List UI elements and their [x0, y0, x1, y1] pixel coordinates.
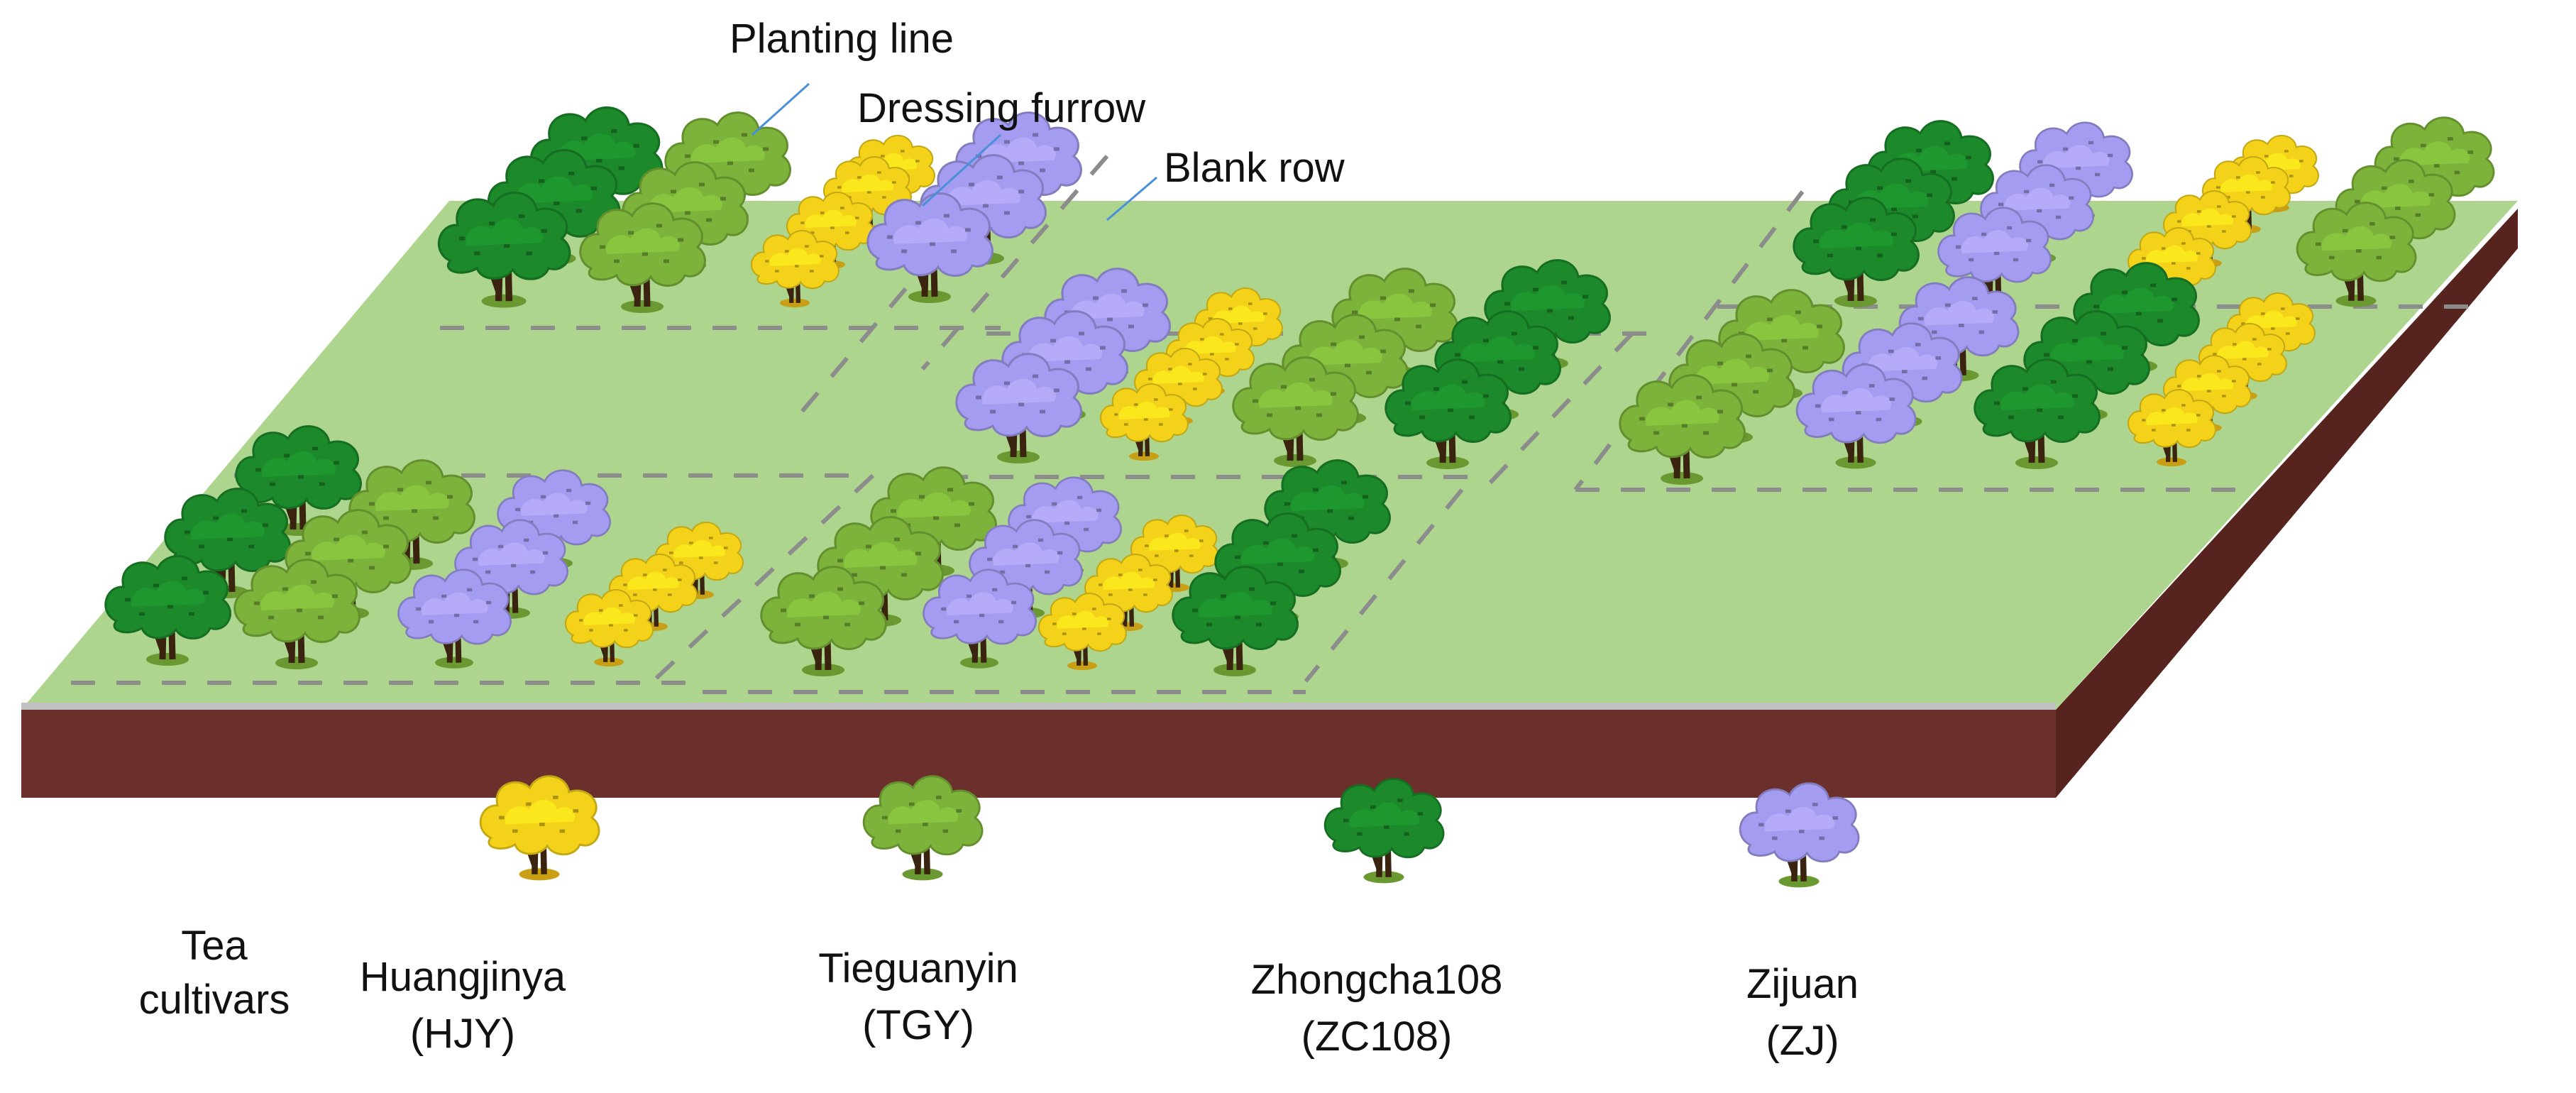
dressing-furrow-leader — [921, 133, 1002, 207]
legend-item-zc108-abbr: (ZC108) — [1301, 1014, 1453, 1060]
tree-zj — [955, 353, 1082, 463]
tree-zc108 — [104, 555, 231, 666]
tree-tgy — [2296, 202, 2417, 307]
tree-hjy — [1037, 592, 1127, 671]
tree-hjy — [608, 553, 698, 632]
tree-tgy — [579, 202, 706, 313]
legend-item-tgy-abbr: (TGY) — [862, 1002, 974, 1048]
planting-line-leader — [751, 82, 810, 136]
blank-row-label: Blank row — [1164, 145, 1345, 191]
legend-swatch-hjy-icon — [479, 775, 600, 881]
legend-item-tgy-name: Tieguanyin — [818, 945, 1018, 992]
tree-zj — [454, 519, 568, 619]
tree-hjy — [1130, 514, 1219, 593]
tree-zj — [1937, 207, 2052, 307]
tree-hjy — [1099, 383, 1189, 461]
tree-zc108 — [1172, 566, 1299, 676]
dressing-furrow — [1488, 331, 1634, 485]
tree-tgy — [760, 566, 887, 676]
legend-item-hjy-name: Huangjinya — [360, 954, 566, 1000]
blank-row-leader — [1106, 176, 1157, 221]
dressing-furrow-label: Dressing furrow — [857, 85, 1146, 131]
dressing-furrow — [920, 155, 1109, 370]
legend-swatch-tgy-icon — [862, 775, 984, 881]
tree-hjy — [750, 229, 840, 308]
tree-zc108 — [1793, 197, 1920, 307]
legend: Tea cultivars Huangjinya (HJY) Tieguanyi… — [139, 775, 1860, 1064]
tree-zj — [397, 569, 512, 669]
dressing-furrow — [651, 473, 875, 683]
legend-item-zj-name: Zijuan — [1746, 961, 1859, 1007]
field-trees — [104, 106, 2495, 676]
legend-swatch-zc108-icon — [1323, 778, 1445, 884]
field-front-face — [21, 710, 2056, 798]
legend-title-line1: Tea — [181, 923, 248, 969]
field-side-face — [2056, 209, 2518, 798]
tree-zc108 — [437, 191, 571, 308]
label-leaders — [751, 82, 1157, 221]
legend-item-hjy-abbr: (HJY) — [410, 1011, 515, 1057]
tree-zj — [923, 569, 1037, 669]
field-top-edge — [21, 703, 2056, 710]
dressing-furrow — [1573, 190, 1805, 491]
tree-tgy — [1232, 356, 1359, 467]
tree-tgy — [233, 559, 360, 669]
legend-title-line2: cultivars — [139, 977, 290, 1023]
tree-hjy — [2127, 388, 2216, 467]
legend-item-zj-abbr: (ZJ) — [1766, 1018, 1839, 1064]
tree-zj — [866, 192, 993, 303]
planting-line-label: Planting line — [730, 16, 954, 62]
tree-zc108 — [1974, 358, 2101, 469]
tree-zj — [1795, 363, 1917, 469]
legend-item-zc108-name: Zhongcha108 — [1251, 957, 1503, 1003]
tree-tgy — [1619, 374, 1746, 485]
legend-swatch-zj-icon — [1739, 782, 1860, 888]
tree-zc108 — [1385, 358, 1512, 469]
tree-hjy — [564, 588, 654, 667]
